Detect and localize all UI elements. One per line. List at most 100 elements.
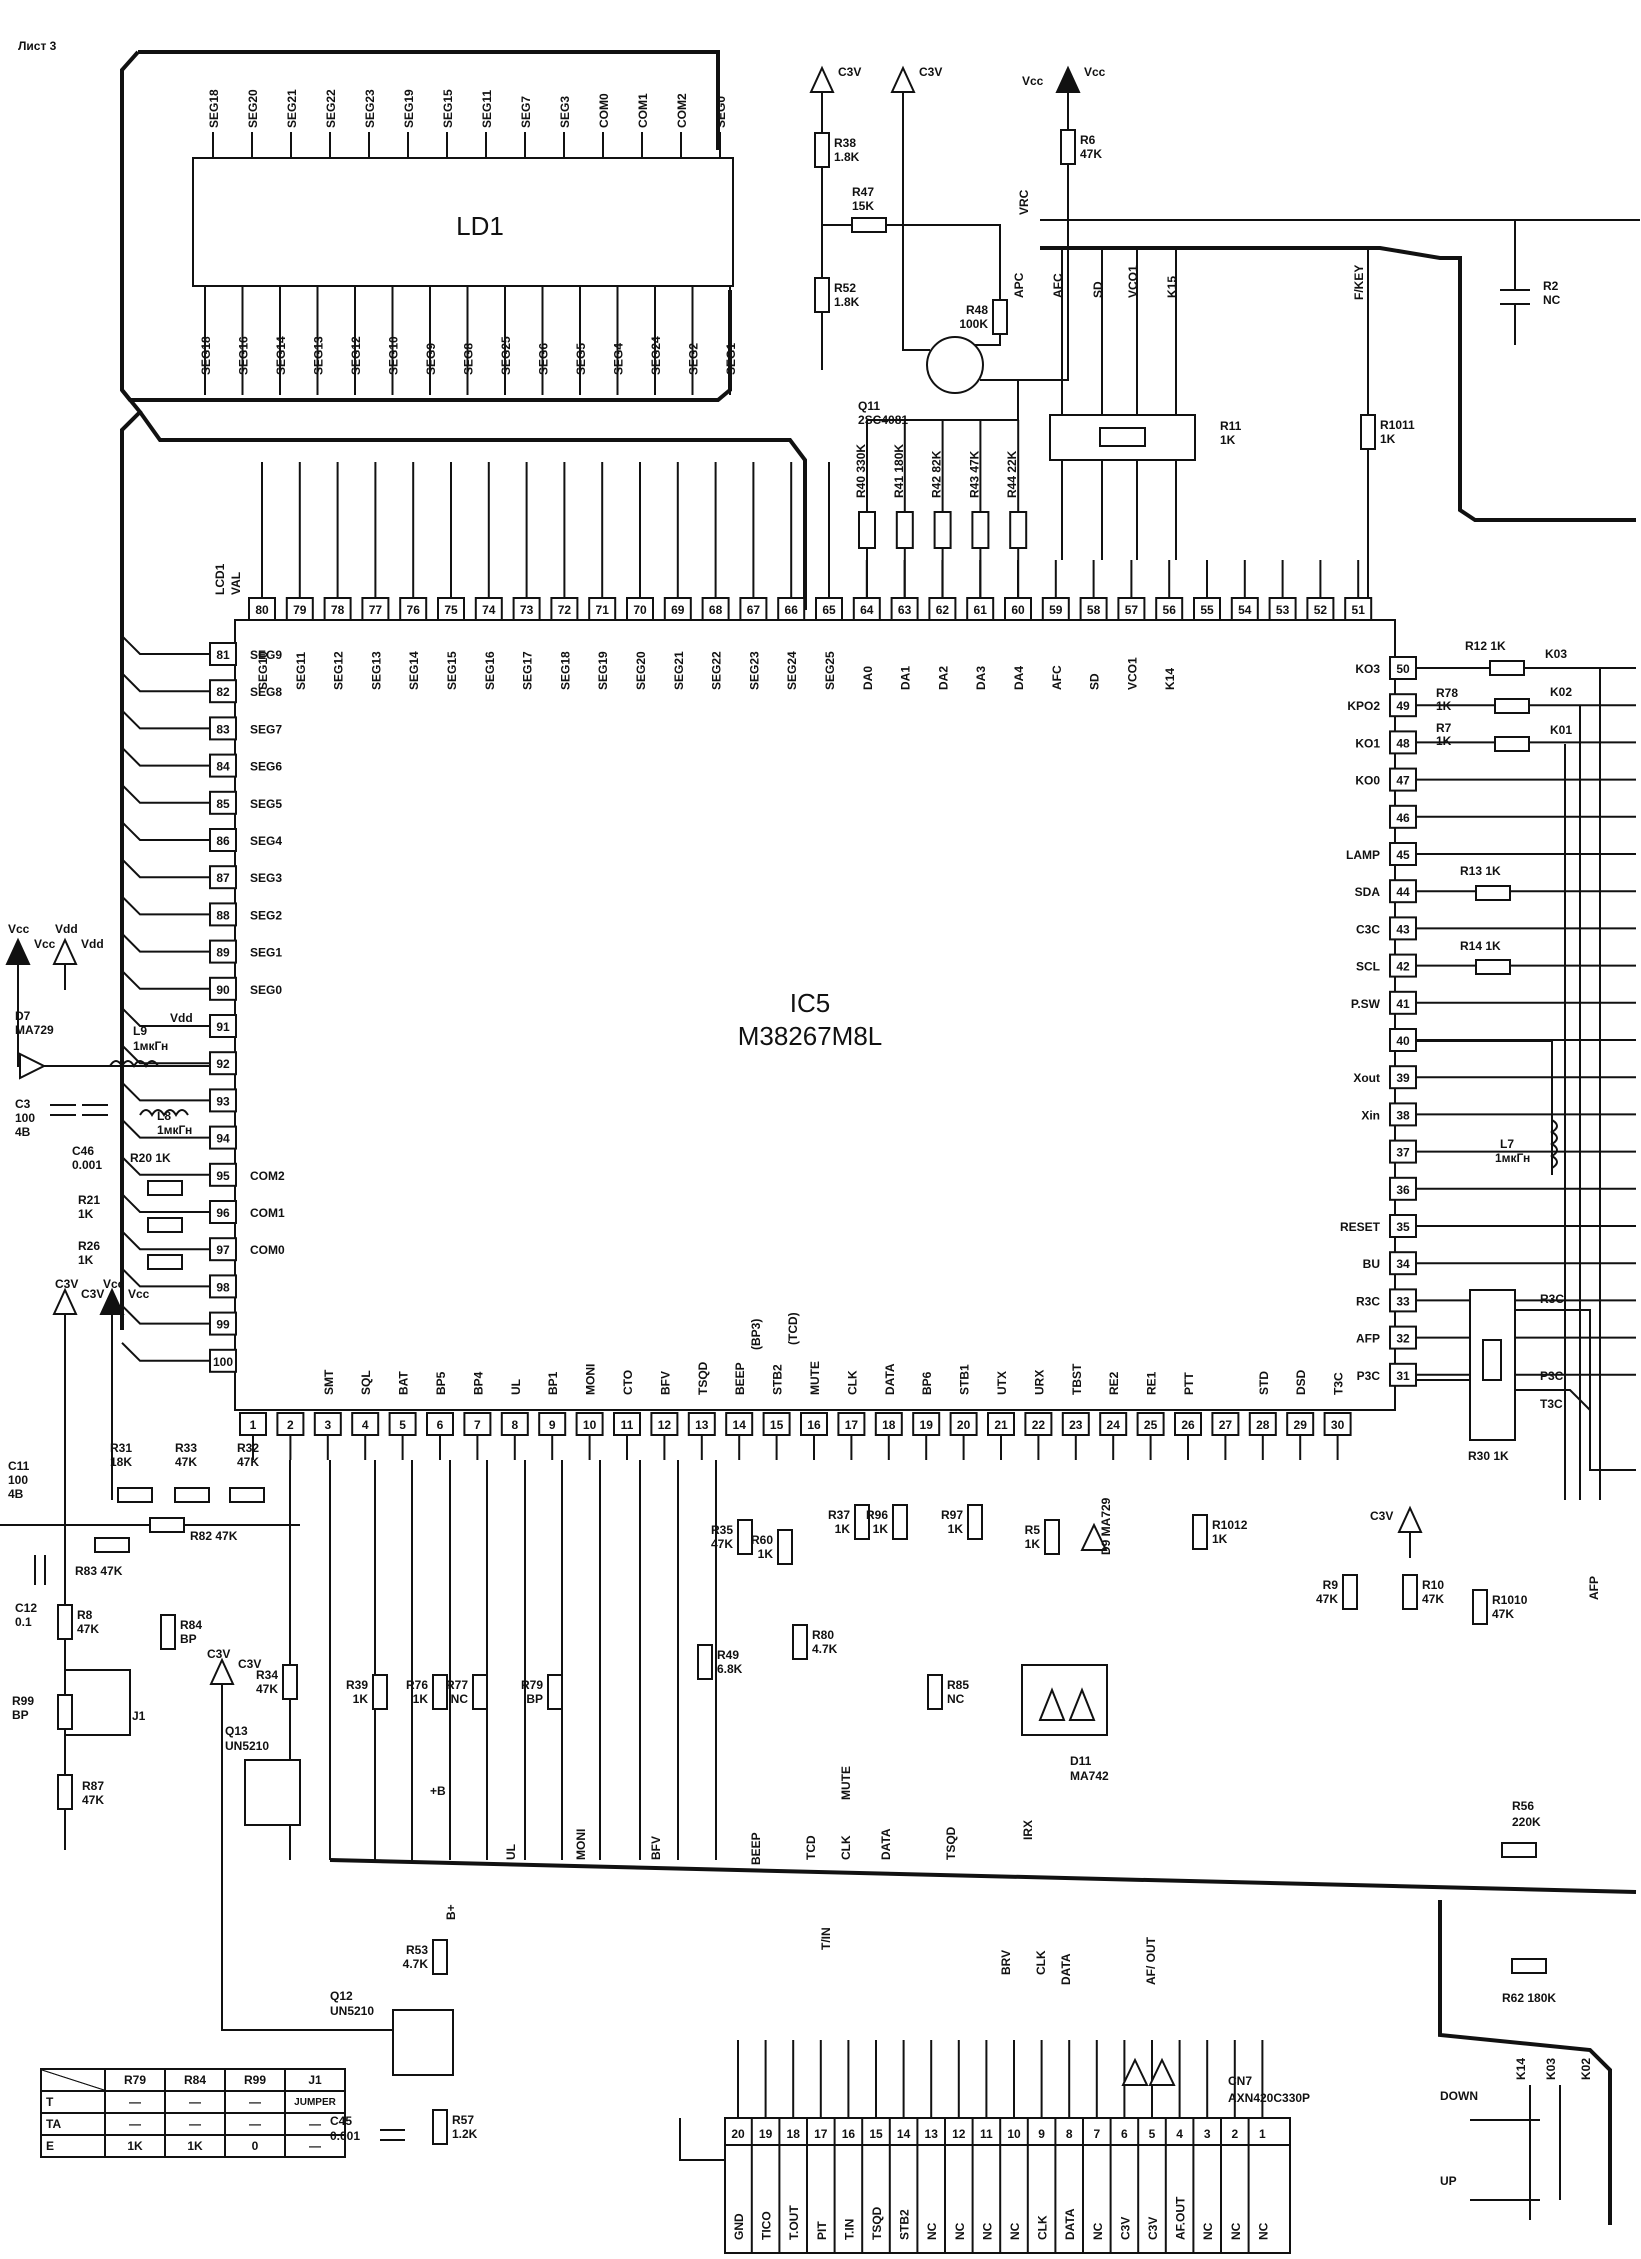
ic5-pin-box bbox=[248, 597, 276, 621]
ld1-bottom-pin-label: SEG13 bbox=[312, 336, 326, 375]
c3v-label: C3V bbox=[207, 1647, 230, 1661]
ic5-pin-signal: AFP bbox=[1356, 1332, 1380, 1346]
r5 bbox=[1044, 1519, 1060, 1555]
resistor-ref: R48 bbox=[966, 303, 988, 317]
ic5-pin-signal: SEG21 bbox=[672, 651, 686, 690]
ic5-pin-box bbox=[815, 597, 843, 621]
ic5-pin-number: 81 bbox=[216, 648, 230, 662]
ld1-ref: LD1 bbox=[456, 211, 504, 241]
ic5-pin-box bbox=[209, 1200, 237, 1224]
ic5-pin-number: 72 bbox=[558, 603, 572, 617]
resistor-value: 47K bbox=[256, 1682, 278, 1696]
key-k02-label: K02 bbox=[1579, 2058, 1593, 2080]
resistor-value: NC bbox=[451, 1692, 469, 1706]
vdd-arrow bbox=[52, 937, 78, 965]
resistor-value: 18K bbox=[110, 1455, 132, 1469]
jumper-table-cell: — bbox=[284, 2112, 346, 2136]
ic5-pin-signal: KPO2 bbox=[1347, 699, 1380, 713]
ic5-pin-signal: SEG14 bbox=[407, 651, 421, 690]
resistor-ref: R11 bbox=[1220, 419, 1242, 433]
ic5-pin-number: 63 bbox=[898, 603, 912, 617]
jumper-table-cell: — bbox=[284, 2134, 346, 2158]
resistor-ref: R21 bbox=[78, 1193, 100, 1207]
resistor-ref: R80 bbox=[812, 1628, 834, 1642]
r35 bbox=[737, 1519, 753, 1555]
ic5-pin-signal: KO3 bbox=[1355, 662, 1380, 676]
resistor-value: 1K bbox=[1212, 1532, 1228, 1546]
ic5-pin-box bbox=[588, 597, 617, 621]
ic5-pin-box bbox=[1079, 597, 1108, 621]
ic5-pin-signal: Xout bbox=[1353, 1071, 1380, 1085]
ic5-pin-box bbox=[209, 1348, 237, 1373]
ic5-pin-number: 85 bbox=[216, 797, 230, 811]
ic5-pin-box bbox=[1389, 656, 1417, 680]
power-label: C3V bbox=[919, 65, 942, 79]
ic5-pin-signal: SCL bbox=[1356, 960, 1380, 974]
resistor bbox=[147, 1180, 183, 1196]
ld1-top-bus bbox=[138, 50, 720, 150]
ic5-pin-signal: CTO bbox=[621, 1370, 635, 1395]
r37 bbox=[854, 1504, 870, 1540]
ic5-pin-box bbox=[538, 1412, 567, 1436]
ic5-pin-number: 34 bbox=[1396, 1257, 1410, 1271]
resistor-value: 47K bbox=[1422, 1592, 1444, 1606]
inductor-ref: L8 bbox=[157, 1109, 171, 1123]
ic5-pin-signal: STB2 bbox=[771, 1364, 785, 1395]
ld1-top-pin-label: COM0 bbox=[597, 93, 611, 128]
diode-label: D9 MA729 bbox=[1099, 1497, 1113, 1555]
ic5-pin-number: 64 bbox=[860, 603, 874, 617]
cn7-pin-number: 18 bbox=[787, 2127, 801, 2141]
resistor-value: 1K bbox=[1436, 699, 1452, 713]
resistor-ref: R76 bbox=[406, 1678, 428, 1692]
resistor-ref: R1012 bbox=[1212, 1518, 1248, 1532]
resistor bbox=[174, 1487, 210, 1503]
capacitor-ref: C3 bbox=[15, 1097, 31, 1111]
net-label-irx: IRX bbox=[1021, 1820, 1035, 1840]
resistor-value: 47K bbox=[1316, 1592, 1338, 1606]
ic5-part: M38267M8L bbox=[738, 1021, 883, 1051]
jumper-table-cell: T bbox=[40, 2090, 106, 2114]
c3v-arrow bbox=[209, 1657, 235, 1685]
wire bbox=[902, 100, 930, 351]
ic5-pin-box bbox=[928, 597, 957, 621]
resistor-ref: R20 1K bbox=[130, 1151, 171, 1165]
net-label-mute: MUTE bbox=[839, 1766, 853, 1800]
ic5-pin-box bbox=[1041, 597, 1070, 621]
resistor-value: 1K bbox=[1220, 433, 1236, 447]
ic5-pin-signal: C3C bbox=[1356, 922, 1380, 936]
ic5-pin-box bbox=[1155, 597, 1184, 621]
resistor bbox=[117, 1487, 153, 1503]
resistor-value: 1K bbox=[413, 1692, 429, 1706]
ic5-pin-number: 68 bbox=[709, 603, 723, 617]
ic5-pin-signal: LAMP bbox=[1346, 848, 1380, 862]
ic5-pin-number: 10 bbox=[583, 1418, 597, 1432]
resistor-ref: R78 bbox=[1436, 686, 1458, 700]
ic5-pin-number: 96 bbox=[216, 1206, 230, 1220]
c3v-arrow-cn7 bbox=[1148, 2057, 1176, 2086]
power-label: Vcc bbox=[1084, 65, 1106, 79]
resistor-value: 1.8K bbox=[834, 295, 860, 309]
jumper-ref: J1 bbox=[132, 1709, 146, 1723]
jumper-table-header: R79 R84 R99 J1 bbox=[40, 2068, 346, 2092]
ic5-pin-signal: TSQD bbox=[696, 1361, 710, 1395]
ic5-pin-signal: KO1 bbox=[1355, 736, 1380, 750]
ic5-pin-number: 59 bbox=[1049, 603, 1063, 617]
ic5-pin-box bbox=[1389, 1065, 1417, 1090]
c3v-arrow bbox=[1397, 1505, 1423, 1533]
ic5-pin-box bbox=[1117, 597, 1146, 621]
ic5-pin-signal: T3C bbox=[1332, 1372, 1346, 1395]
r1012 bbox=[1192, 1514, 1208, 1550]
resistor-ref: R53 bbox=[406, 1943, 428, 1957]
ic5-pin-number: 1 bbox=[250, 1418, 257, 1432]
ic5-ref: IC5 bbox=[790, 988, 830, 1018]
ic5-pin-box bbox=[209, 976, 237, 1001]
ld1-top-pin-label: COM2 bbox=[675, 93, 689, 128]
ic5-pin-number: 46 bbox=[1396, 811, 1410, 825]
ld1-bottom-pin-label: SEG10 bbox=[387, 336, 401, 375]
net-label-apc: APC bbox=[1012, 272, 1026, 298]
r1011 bbox=[1360, 414, 1376, 450]
ic5-pin-signal: P3C bbox=[1357, 1369, 1381, 1383]
r6 bbox=[1060, 129, 1076, 165]
ld1-top-pin-label: SEG20 bbox=[246, 89, 260, 128]
